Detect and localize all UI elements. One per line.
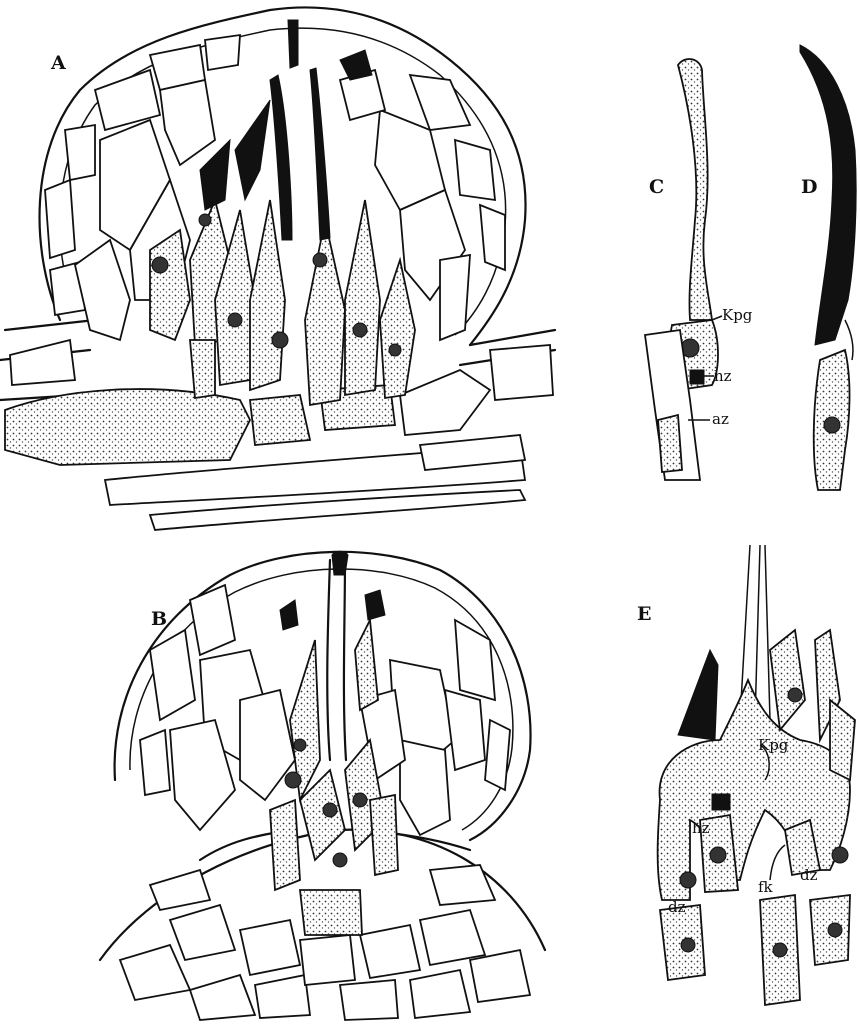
panel-c-label: C	[649, 176, 664, 198]
panel-a-drawing	[0, 7, 555, 530]
panel-c-drawing	[645, 59, 722, 480]
panel-c-annotation-kpg: Kpg	[722, 306, 753, 324]
panel-e-annotation-dz-right: dz	[800, 866, 818, 884]
panel-e-label: E	[637, 603, 651, 625]
panel-c-annotation-hz: hz	[714, 367, 732, 385]
panel-e-annotation-fk: fk	[758, 878, 774, 896]
panel-d-drawing	[800, 45, 856, 490]
panel-b-label: B	[151, 608, 167, 630]
panel-c-annotation-az: az	[712, 410, 729, 428]
panel-d-label: D	[801, 176, 817, 198]
panel-e-drawing	[658, 545, 855, 1005]
panel-e-annotation-hz: hz	[692, 819, 710, 837]
panel-e-annotation-dz-left: dz	[668, 898, 686, 916]
panel-a-label: A	[50, 52, 66, 74]
panel-e-annotation-kpg: Kpg	[758, 736, 789, 754]
